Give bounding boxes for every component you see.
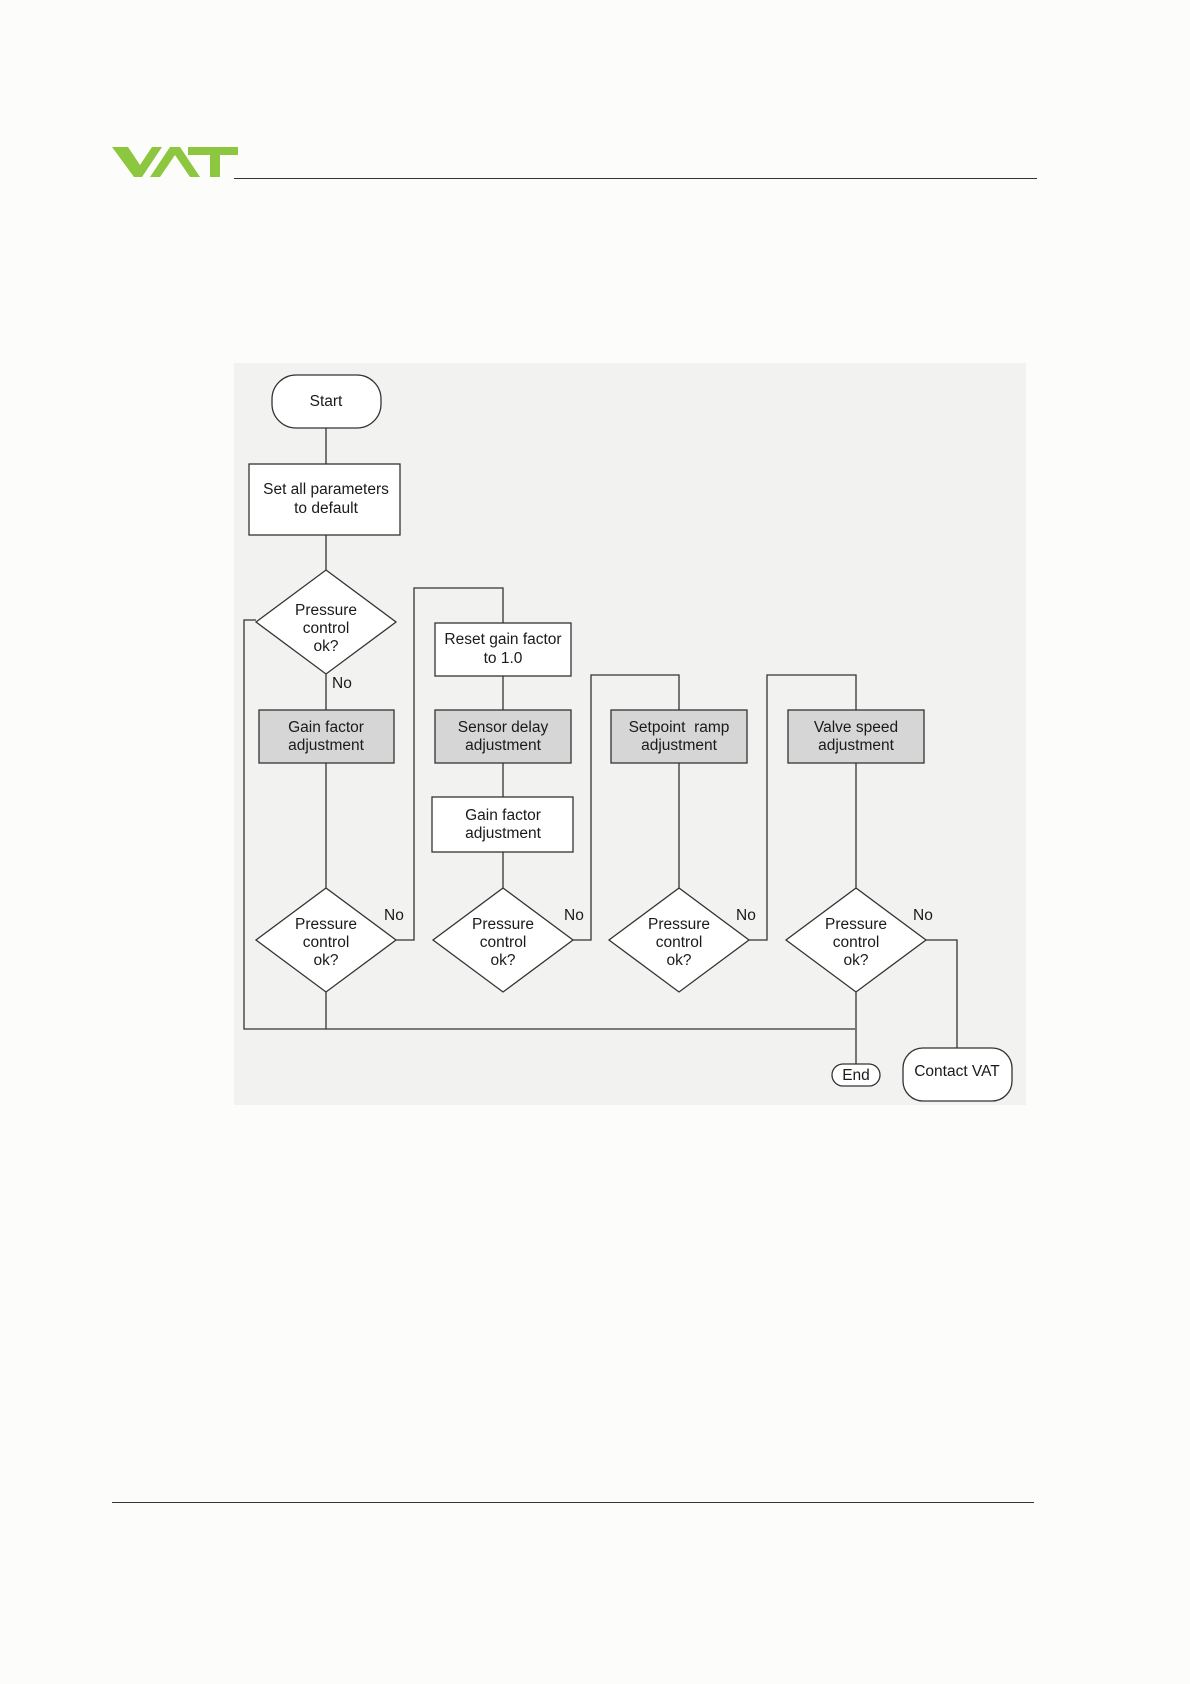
reset-gain-line2: to 1.0: [484, 650, 523, 667]
decision-1: [254, 569, 398, 675]
decision-2: [254, 887, 398, 993]
valve-speed-line2: adjustment: [818, 737, 895, 754]
decision-5-line1: Pressure: [825, 916, 887, 933]
setpoint-ramp-box: [610, 709, 748, 764]
sensor-delay-line1: Sensor delay: [458, 719, 549, 736]
no-label-2: No: [384, 907, 404, 924]
decision-3: [431, 887, 575, 993]
decision-4-line2: control: [656, 934, 703, 951]
set-defaults-box: [248, 463, 401, 536]
gain-adjust-2-line1: Gain factor: [465, 807, 541, 824]
end-terminal: [831, 1063, 881, 1087]
decision-1-line2: control: [303, 620, 350, 637]
set-defaults-line1: Set all parameters: [263, 481, 389, 498]
decision-3-line1: Pressure: [472, 916, 534, 933]
no-label-4: No: [736, 907, 756, 924]
footer-rule: [112, 1502, 1034, 1503]
decision-2-line2: control: [303, 934, 350, 951]
decision-5-line3: ok?: [844, 952, 869, 969]
reset-gain-box: [434, 622, 572, 677]
valve-speed-box: [787, 709, 925, 764]
decision-1-line1: Pressure: [295, 602, 357, 619]
decision-2-line1: Pressure: [295, 916, 357, 933]
setpoint-ramp-line2: adjustment: [641, 737, 718, 754]
decision-2-line3: ok?: [314, 952, 339, 969]
setpoint-ramp-line1: Setpoint ramp: [629, 719, 730, 736]
gain-adjust-2-line2: adjustment: [465, 825, 542, 842]
connectors: [243, 428, 958, 1064]
no-label-3: No: [564, 907, 584, 924]
decision-1-line3: ok?: [314, 638, 339, 655]
contact-vat-terminal: [902, 1047, 1013, 1102]
gain-adjust-line1: Gain factor: [288, 719, 364, 736]
contact-vat-label: Contact VAT: [914, 1063, 1000, 1080]
decision-4-line3: ok?: [667, 952, 692, 969]
vat-logo: [112, 147, 238, 177]
decision-5: [784, 887, 928, 993]
sensor-delay-box: [434, 709, 572, 764]
decision-4-line1: Pressure: [648, 916, 710, 933]
gain-adjust-2-box: [431, 796, 574, 853]
no-label-5: No: [913, 907, 933, 924]
valve-speed-line1: Valve speed: [814, 719, 898, 736]
no-label-1: No: [332, 675, 352, 692]
start-label: Start: [310, 393, 343, 410]
decision-3-line2: control: [480, 934, 527, 951]
decision-4: [607, 887, 751, 993]
decision-5-line2: control: [833, 934, 880, 951]
gain-adjust-line2: adjustment: [288, 737, 365, 754]
start-terminal: [271, 374, 382, 429]
set-defaults-line2: to default: [294, 500, 358, 517]
sensor-delay-line2: adjustment: [465, 737, 542, 754]
gain-adjust-box: [258, 709, 395, 764]
reset-gain-line1: Reset gain factor: [444, 631, 561, 648]
end-label: End: [842, 1067, 870, 1084]
decision-3-line3: ok?: [491, 952, 516, 969]
header-rule: [234, 178, 1037, 179]
